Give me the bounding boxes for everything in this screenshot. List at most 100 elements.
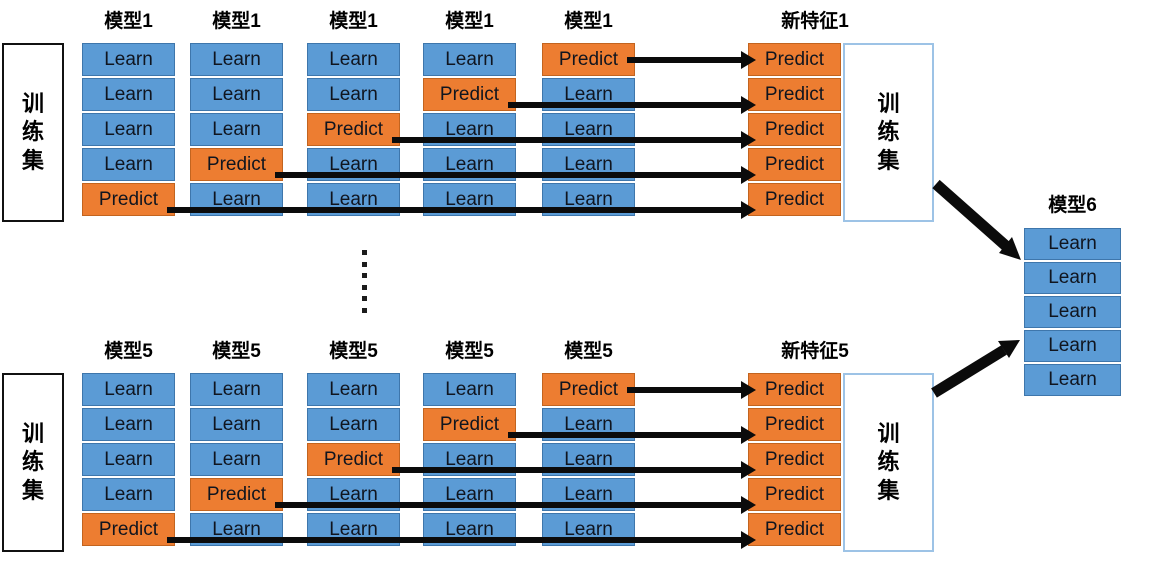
new-feature-cell-predict: Predict [748,183,841,216]
merge-arrow-bottom [931,340,1020,398]
ellipsis-dot [362,284,367,290]
fold-cell-learn: Learn [82,43,175,76]
fold-cell-predict: Predict [82,513,175,546]
final-model-cell-learn: Learn [1024,296,1121,328]
fold-cell-learn: Learn [307,43,400,76]
fold-cell-predict: Predict [190,478,283,511]
train-set-label: 训练集 [845,45,932,220]
train-set-box-right: 训练集 [843,43,934,222]
new-feature-header: 新特征1 [781,11,849,32]
model-column-header-3: 模型1 [329,11,378,32]
arrow-shaft [627,57,744,63]
model-column-header-1: 模型5 [104,341,153,362]
train-set-char: 练 [21,119,44,145]
fold-cell-predict: Predict [542,373,635,406]
model-column-header-1: 模型1 [104,11,153,32]
fold-cell-learn: Learn [542,78,635,111]
new-feature-cell-predict: Predict [748,478,841,511]
train-set-char: 练 [877,119,900,145]
fold-cell-predict: Predict [423,78,516,111]
fold-cell-learn: Learn [82,113,175,146]
train-set-box-left: 训练集 [2,373,64,552]
train-set-label: 训练集 [845,375,932,550]
fold-cell-learn: Learn [190,43,283,76]
arrow-head-icon [998,340,1020,358]
final-model-cell-learn: Learn [1024,228,1121,260]
fold-cell-learn: Learn [307,373,400,406]
fold-cell-learn: Learn [190,408,283,441]
predict-arrow [275,166,756,184]
model-column-header-2: 模型1 [212,11,261,32]
arrow-head-icon [741,461,756,479]
ellipsis-dot [362,261,367,267]
fold-cell-learn: Learn [82,478,175,511]
predict-arrow [392,461,756,479]
ellipsis-dot [362,307,367,313]
arrow-head-icon [741,166,756,184]
fold-cell-learn: Learn [307,78,400,111]
model-column-header-2: 模型5 [212,341,261,362]
predict-arrow [392,131,756,149]
model-column-header-4: 模型1 [445,11,494,32]
model-column-header-5: 模型1 [564,11,613,32]
train-set-char: 集 [21,147,44,173]
predict-arrow [508,96,756,114]
fold-cell-learn: Learn [82,443,175,476]
ellipsis-dot [362,296,367,301]
ellipsis-dot [362,250,367,255]
new-feature-cell-predict: Predict [748,78,841,111]
train-set-char: 集 [21,477,44,503]
fold-cell-learn: Learn [82,373,175,406]
arrow-shaft [392,137,744,143]
fold-cell-learn: Learn [307,408,400,441]
train-set-char: 练 [21,449,44,475]
arrow-head-icon [741,531,756,549]
train-set-char: 训 [21,91,44,117]
train-set-char: 集 [877,147,900,173]
train-set-label: 训练集 [4,45,62,220]
predict-arrow [508,426,756,444]
fold-cell-learn: Learn [190,443,283,476]
fold-cell-learn: Learn [190,113,283,146]
fold-cell-learn: Learn [423,43,516,76]
fold-cell-predict: Predict [307,443,400,476]
fold-cell-learn: Learn [82,408,175,441]
final-model-cell-learn: Learn [1024,262,1121,294]
arrow-shaft [275,502,744,508]
new-feature-cell-predict: Predict [748,443,841,476]
new-feature-cell-predict: Predict [748,113,841,146]
predict-arrow [167,531,756,549]
train-set-box-right: 训练集 [843,373,934,552]
fold-cell-predict: Predict [423,408,516,441]
fold-cell-predict: Predict [190,148,283,181]
fold-cell-learn: Learn [190,373,283,406]
arrow-shaft [167,207,744,213]
model-column-header-4: 模型5 [445,341,494,362]
ellipsis-dot [362,273,367,278]
predict-arrow [627,51,756,69]
model-column-header-3: 模型5 [329,341,378,362]
final-model-cell-learn: Learn [1024,364,1121,396]
fold-cell-predict: Predict [82,183,175,216]
train-set-label: 训练集 [4,375,62,550]
arrow-head-icon [741,96,756,114]
arrow-shaft [508,102,744,108]
fold-cell-predict: Predict [542,43,635,76]
predict-arrow [275,496,756,514]
new-feature-cell-predict: Predict [748,513,841,546]
fold-cell-learn: Learn [190,78,283,111]
fold-cell-learn: Learn [82,78,175,111]
arrow-head-icon [741,496,756,514]
arrow-head-icon [999,237,1021,260]
new-feature-cell-predict: Predict [748,148,841,181]
new-feature-cell-predict: Predict [748,373,841,406]
fold-cell-learn: Learn [82,148,175,181]
train-set-char: 训 [877,421,900,447]
train-set-char: 训 [21,421,44,447]
train-set-box-left: 训练集 [2,43,64,222]
new-feature-cell-predict: Predict [748,408,841,441]
train-set-char: 训 [877,91,900,117]
predict-arrow [167,201,756,219]
train-set-char: 集 [877,477,900,503]
final-model-cell-learn: Learn [1024,330,1121,362]
